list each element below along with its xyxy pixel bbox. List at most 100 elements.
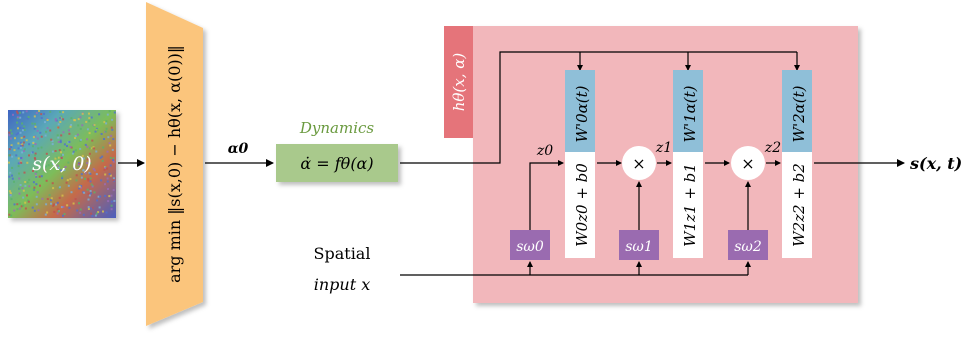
field-speckle [9,194,12,197]
field-speckle [59,141,62,144]
w-prime-1-label: W'1α(t) [681,85,699,142]
field-speckle [69,146,72,148]
field-speckle [28,143,31,146]
field-speckle [106,177,109,180]
field-speckle [53,210,56,213]
output-label: s(x, t) [909,154,962,173]
multiply-node-1 [622,146,656,180]
field-speckle [82,213,85,216]
field-speckle [79,138,82,141]
field-speckle [59,111,62,113]
field-speckle [33,186,36,189]
field-speckle [20,156,23,159]
field-speckle [109,174,112,177]
field-speckle [110,134,113,137]
field-speckle [89,162,92,165]
field-speckle [60,154,63,157]
field-speckle [33,115,36,118]
field-speckle [17,127,19,130]
field-speckle [70,191,73,194]
field-speckle [34,122,36,125]
field-speckle [58,149,61,152]
network-label: hθ(x, α) [450,53,468,112]
field-speckle [15,154,18,157]
field-speckle [110,204,113,207]
field-speckle [9,171,12,174]
field-speckle [81,112,84,115]
field-speckle [81,124,84,127]
field-speckle [105,122,108,125]
field-speckle [89,190,92,192]
field-speckle [63,143,66,146]
spatial-encoder-2 [728,230,768,260]
field-speckle [38,175,41,178]
field-speckle [102,146,105,149]
field-speckle [61,175,64,178]
field-speckle [19,111,22,114]
field-speckle [107,136,110,139]
field-speckle [39,184,41,187]
field-speckle [112,157,115,160]
field-speckle [105,130,108,133]
field-speckle [90,192,92,195]
field-speckle [28,178,31,181]
field-speckle [18,187,21,190]
field-speckle [35,183,38,186]
field-speckle [88,194,91,197]
field-speckle [44,121,46,124]
field-speckle [100,179,103,182]
field-speckle [112,179,115,182]
field-speckle [58,166,60,169]
field-speckle [100,133,103,135]
field-speckle [17,165,20,168]
field-speckle [91,215,94,218]
field-speckle [60,169,62,172]
field-speckle [82,169,85,172]
field-speckle [34,152,37,155]
field-speckle [35,195,38,198]
field-speckle [90,183,93,186]
field-speckle [34,125,37,128]
field-speckle [108,173,111,176]
field-speckle [19,126,22,129]
field-speckle [85,120,88,123]
spatial-input-label-line2: input x [314,275,371,294]
field-speckle [109,144,112,147]
field-speckle [96,129,99,132]
field-speckle [18,207,21,210]
field-speckle [57,123,60,126]
field-speckle [112,177,115,180]
field-speckle [16,203,19,206]
field-speckle [14,137,16,140]
dynamics-box [276,144,398,182]
field-speckle [43,112,45,115]
field-speckle [13,149,16,152]
w-0-label: W0z0 + b0 [573,163,591,247]
field-speckle [8,175,11,178]
field-speckle [108,195,111,198]
field-speckle [95,150,98,153]
field-speckle [79,211,82,214]
field-speckle [10,214,13,217]
field-speckle [106,180,109,183]
field-speckle [75,174,78,177]
field-speckle [9,137,12,140]
field-speckle [24,207,27,210]
field-speckle [62,131,65,134]
field-speckle [54,150,57,152]
field-speckle [112,189,115,192]
field-speckle [98,113,101,116]
z1-label: z1 [655,140,672,156]
field-speckle [67,161,70,164]
field-speckle [90,207,93,210]
field-speckle [94,130,97,133]
field-speckle [35,175,38,178]
field-speckle [44,213,47,216]
field-speckle [17,147,20,150]
spatial-input-label-line1: Spatial [314,244,371,263]
field-speckle [40,146,43,149]
field-speckle [106,150,109,153]
network-label-tab [444,26,473,138]
field-speckle [86,138,89,141]
field-speckle [112,138,115,141]
